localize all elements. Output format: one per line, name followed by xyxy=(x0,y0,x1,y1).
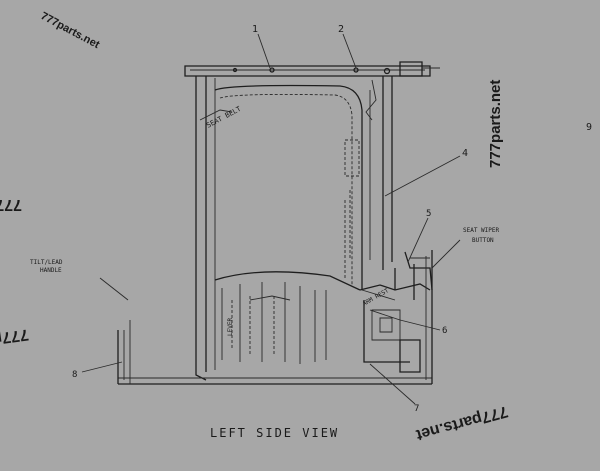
callout-5: 5 xyxy=(426,209,431,219)
tilt-note-2: HANDLE xyxy=(40,267,62,274)
seat-wiper-note-2: BUTTON xyxy=(472,237,494,244)
seat-frame xyxy=(117,61,440,385)
leader-lines xyxy=(81,33,461,405)
diagram-notes: SEAT BELT SEAT WIPER BUTTON TILT/LEAD HA… xyxy=(30,105,500,336)
seat-wiper-note-1: SEAT WIPER xyxy=(463,227,500,234)
watermark-left-lower: 777parts.net xyxy=(0,325,30,355)
seat-belt-note: SEAT BELT xyxy=(205,105,243,130)
callout-8: 8 xyxy=(72,370,77,380)
callout-numbers: 1 2 4 5 6 7 8 9 xyxy=(72,24,592,414)
callout-6: 6 xyxy=(442,326,447,336)
tilt-note-1: TILT/LEAD xyxy=(30,259,63,266)
watermark-top-left: 777parts.net xyxy=(39,10,102,51)
watermark-right-vertical: 777parts.net xyxy=(487,80,504,168)
view-title: LEFT SIDE VIEW xyxy=(210,426,339,440)
lever-note: LEVER xyxy=(227,318,234,336)
callout-1: 1 xyxy=(252,24,258,35)
watermark-bottom-right: 777parts.net xyxy=(414,402,510,443)
callout-2: 2 xyxy=(338,24,344,35)
watermark-left-upside: 777parts.net xyxy=(0,196,22,213)
callout-7: 7 xyxy=(414,404,419,414)
callout-9: 9 xyxy=(586,122,592,133)
callout-4: 4 xyxy=(462,148,468,159)
